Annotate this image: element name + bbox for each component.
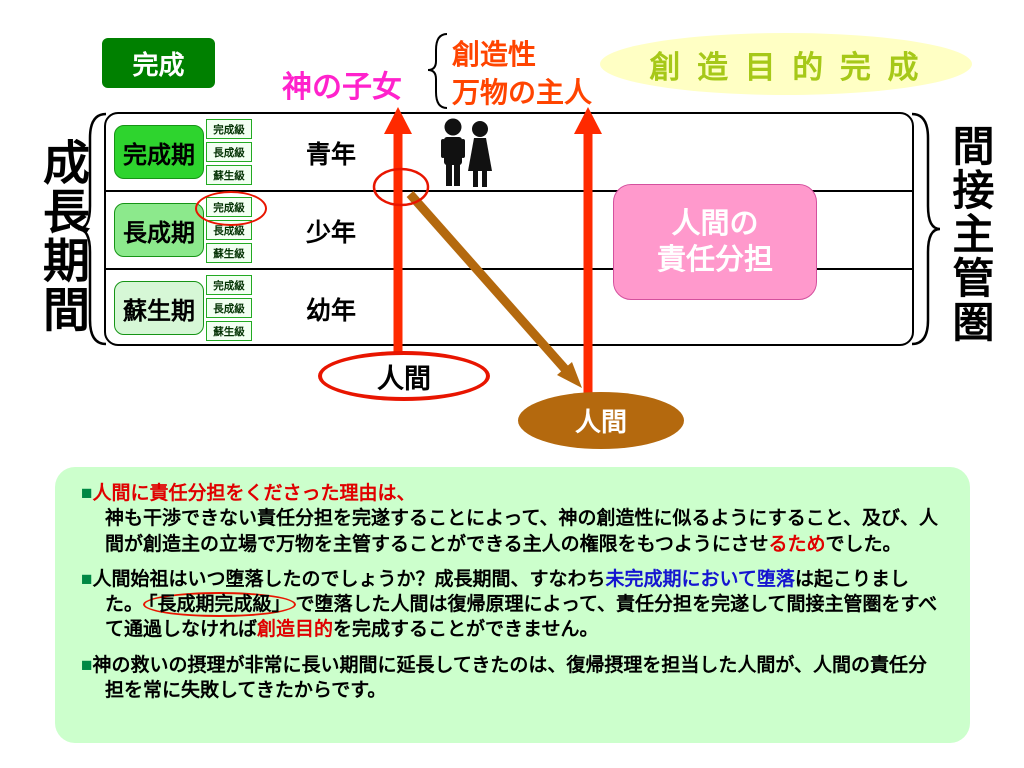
creation-purpose-highlight: 創 造 目 的 完 成 [600,33,972,95]
level-label: 蘇生級 [206,243,252,263]
growth-period-axis-label: 成長期間 [36,138,89,334]
indirect-dominion-axis-label: 間接主管圏 [947,124,994,344]
creativity-brace [427,33,448,109]
circled-growth-completion-level: 「長成期完成級」 [143,592,296,618]
age-label-child: 幼年 [306,297,357,325]
growth-completion-level-circle [195,191,267,226]
level-label: 長成級 [206,298,252,318]
note-bullet-3: ■神の救いの摂理が非常に長い期間に延長してきたのは、復帰摂理を担当した人間が、人… [81,654,927,701]
responsibility-line2: 責任分担 [656,244,773,276]
bullet-marker: ■ [81,483,93,504]
human-responsibility-box: 人間の 責任分担 [613,184,817,300]
level-label: 長成級 [206,220,252,240]
period-box-completion: 完成期 [114,125,204,179]
human-brown-ellipse: 人間 [518,392,684,449]
children-of-god-label: 神の子女 [282,71,402,104]
period-box-formation: 蘇生期 [114,281,204,335]
note-bullet-1: ■人間に責任分担をくださった理由は、神も干渉できない責任分担を完遂することによっ… [81,483,938,555]
lord-of-all-things-label: 万物の主人 [452,77,593,108]
human-red-ellipse: 人間 [318,351,490,401]
level-label: 完成級 [206,275,252,295]
level-label: 完成級 [206,119,252,139]
notes-panel: ■人間に責任分担をくださった理由は、神も干渉できない責任分担を完遂することによっ… [55,467,970,743]
creation-purpose-label: 創 造 目 的 完 成 [649,49,923,85]
creativity-label: 創造性 [452,39,537,70]
period-box-growth: 長成期 [114,203,204,257]
bullet-marker: ■ [81,568,93,590]
bullet-marker: ■ [81,654,93,676]
level-label: 蘇生級 [206,165,252,185]
responsibility-line1: 人間の [671,207,759,240]
note-bullet-2: ■人間始祖はいつ堕落したのでしょうか？成長期間、すなわち未完成期において堕落は起… [81,568,938,641]
right-brace [911,112,941,346]
age-label-boy: 少年 [306,219,357,247]
row-divider [106,190,912,192]
age-label-youth: 青年 [306,141,357,169]
completion-badge: 完成 [102,38,215,88]
level-label: 長成級 [206,142,252,162]
level-label: 蘇生級 [206,321,252,341]
